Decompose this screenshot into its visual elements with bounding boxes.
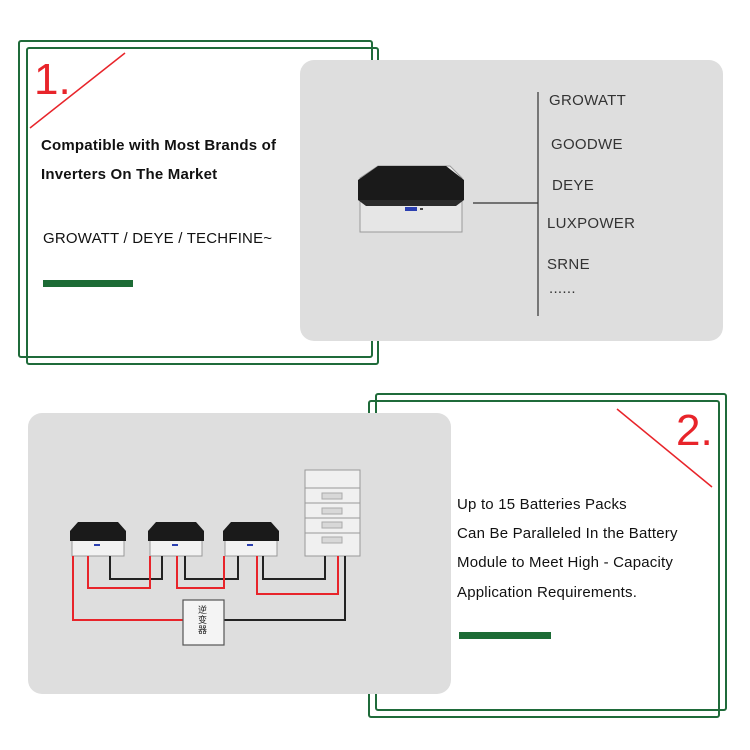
section2-text-line3: Module to Meet High - Capacity <box>457 554 674 571</box>
battery-unit-3-icon <box>223 522 279 557</box>
section2-text-line4: Application Requirements. <box>457 584 638 601</box>
section1-heading-line2: Inverters On The Market <box>41 166 218 183</box>
brand-item-luxpower: LUXPOWER <box>547 215 636 232</box>
section1-number: 1. <box>34 55 71 104</box>
battery-unit-2-icon <box>148 522 204 557</box>
section1-green-bar <box>43 280 133 287</box>
brand-item-goodwe: GOODWE <box>551 136 623 153</box>
inverter-label: 逆变器 <box>198 606 208 636</box>
brand-item-srne: SRNE <box>547 256 590 273</box>
battery-unit-1-icon <box>70 522 126 557</box>
brand-item-growatt: GROWATT <box>549 92 627 109</box>
inverter-box <box>182 599 225 646</box>
section1-heading-line1: Compatible with Most Brands of <box>41 137 277 154</box>
battery-rack-icon <box>304 469 361 557</box>
section2-green-bar <box>459 632 551 639</box>
brand-item-ellipsis: ...... <box>549 280 576 297</box>
section1-brands-line: GROWATT / DEYE / TECHFINE~ <box>43 230 273 247</box>
section2-text-line2: Can Be Paralleled In the Battery <box>457 525 678 542</box>
battery-unit-icon <box>358 165 464 233</box>
section2-number: 2. <box>676 406 713 455</box>
brand-item-deye: DEYE <box>552 177 595 194</box>
section2-text-line1: Up to 15 Batteries Packs <box>457 496 627 513</box>
